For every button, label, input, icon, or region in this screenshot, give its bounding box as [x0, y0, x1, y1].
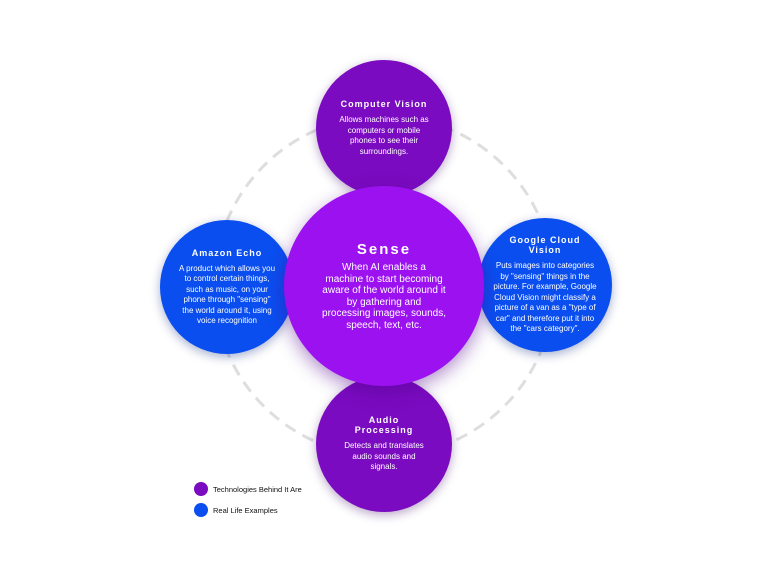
node-amazon-echo: Amazon Echo A product which allows you t… — [160, 220, 294, 354]
legend-label: Technologies Behind It Are — [213, 484, 302, 494]
node-title: Computer Vision — [340, 99, 428, 109]
node-title: Google Cloud Vision — [509, 235, 581, 256]
node-audio-processing: Audio Processing Detects and translates … — [316, 376, 452, 512]
legend-blue-dot — [194, 503, 208, 517]
node-title: Amazon Echo — [191, 247, 263, 258]
center-description: When AI enables a machine to start becom… — [322, 262, 446, 331]
node-description: A product which allows you to control ce… — [178, 263, 276, 326]
node-description: Puts images into categories by "sensing"… — [493, 261, 597, 334]
legend-label: Real Life Examples — [213, 505, 278, 515]
center-title: Sense — [356, 241, 412, 258]
legend-technologies: Technologies Behind It Are — [194, 482, 302, 496]
node-sense-center: Sense When AI enables a machine to start… — [284, 186, 484, 386]
node-title: Audio Processing — [354, 415, 414, 436]
node-computer-vision: Computer Vision Allows machines such as … — [316, 60, 452, 196]
legend-purple-dot — [194, 482, 208, 496]
node-google-cloud-vision: Google Cloud Vision Puts images into cat… — [478, 218, 612, 352]
node-description: Detects and translates audio sounds and … — [344, 441, 424, 472]
node-description: Allows machines such as computers or mob… — [339, 115, 429, 156]
legend-examples: Real Life Examples — [194, 503, 278, 517]
